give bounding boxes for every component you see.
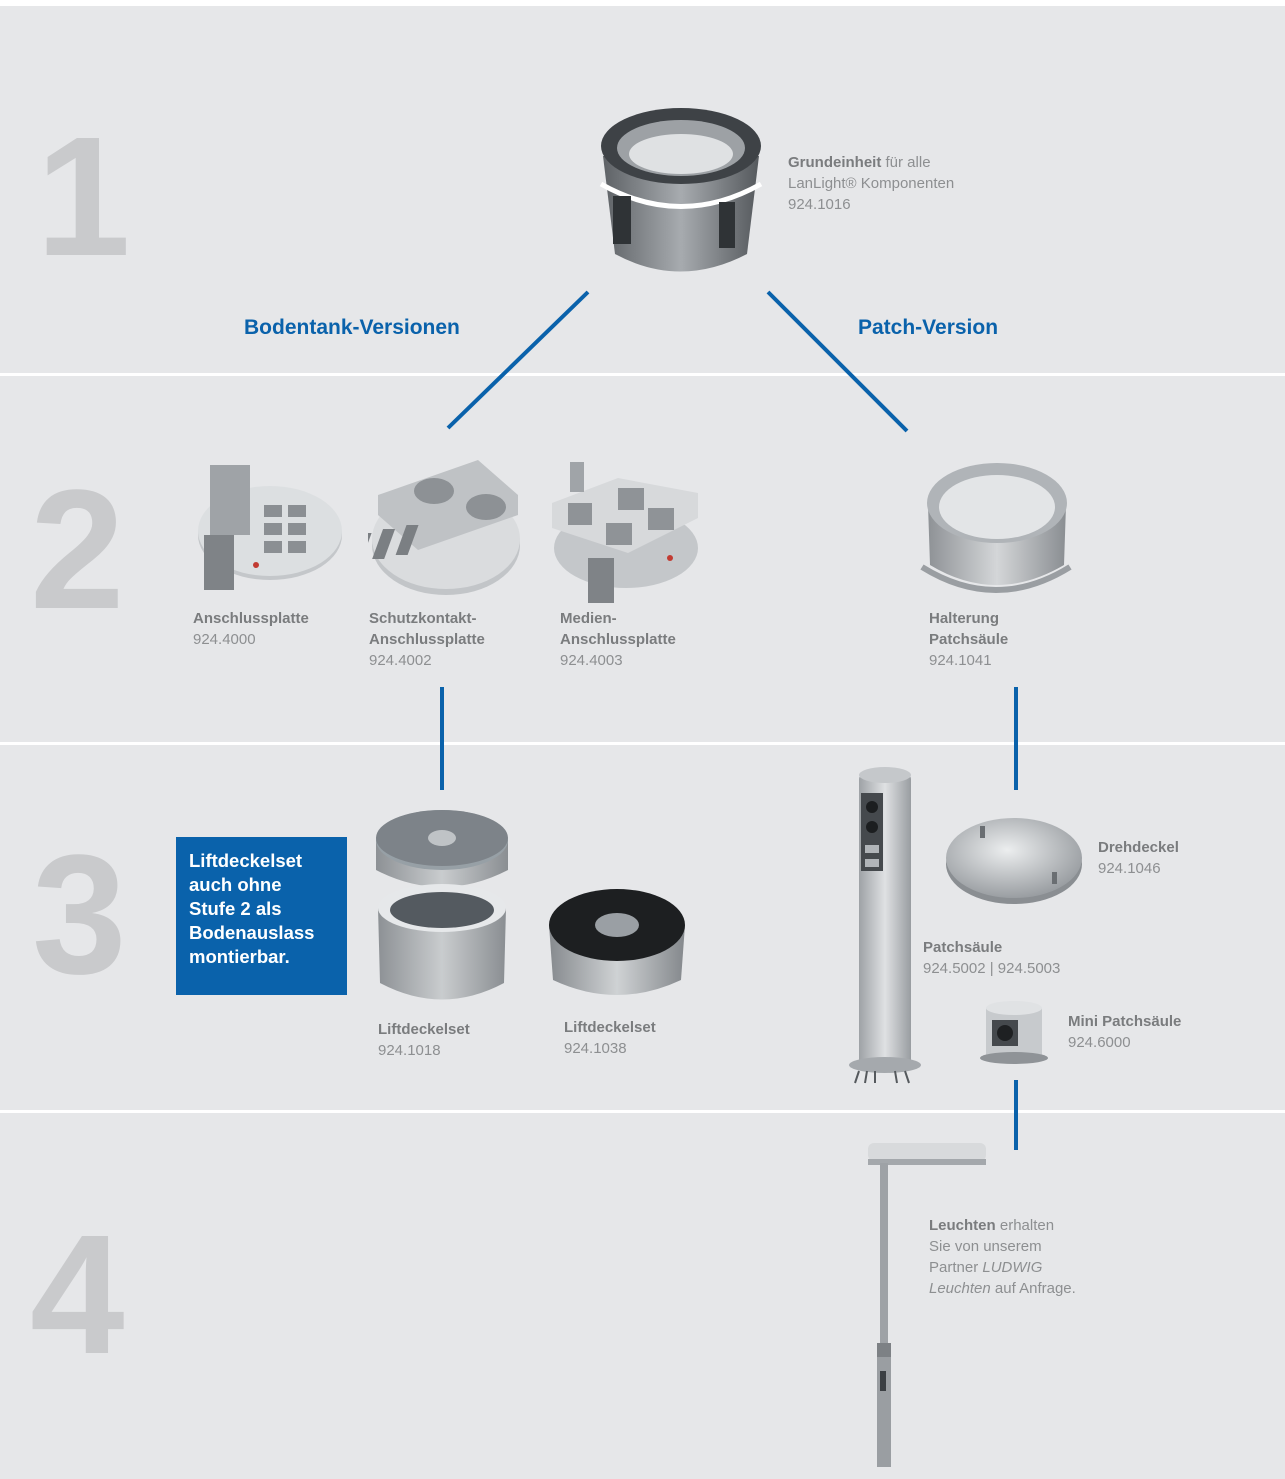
leuchten-t4: LUDWIG: [982, 1259, 1043, 1276]
liftdeckelset-1018-image: [376, 810, 508, 1000]
medien-image: [552, 462, 698, 603]
schutzkontakt-name-2: Anschlussplatte: [369, 631, 485, 648]
branch-label-patch: Patch-Version: [858, 316, 999, 339]
patchsaeule-code: 924.5002 | 924.5003: [923, 960, 1061, 977]
note-line-4: Bodenauslass: [189, 922, 315, 943]
drehdeckel-image: [946, 818, 1082, 904]
step-number-1: 1: [36, 102, 131, 292]
label-mini-patchsaeule: Mini Patchsäule 924.6000: [1068, 1011, 1181, 1053]
band-step-4: [0, 1113, 1285, 1479]
liftdeckelset-1018-code: 924.1018: [378, 1042, 441, 1059]
halterung-name-1: Halterung: [929, 610, 1000, 627]
step-number-4: 4: [30, 1200, 125, 1390]
mini-patchsaeule-name: Mini Patchsäule: [1068, 1013, 1182, 1030]
medien-name-2: Anschlussplatte: [560, 631, 676, 648]
leuchten-t6: auf Anfrage.: [990, 1280, 1076, 1297]
liftdeckelset-1038-name: Liftdeckelset: [564, 1019, 656, 1036]
halterung-image: [920, 463, 1072, 593]
drehdeckel-name: Drehdeckel: [1098, 839, 1179, 856]
step-number-2: 2: [30, 455, 125, 645]
label-patchsaeule: Patchsäule 924.5002 | 924.5003: [923, 937, 1060, 979]
leuchten-t1: erhalten: [995, 1217, 1055, 1234]
anschlussplatte-image: [198, 465, 342, 590]
schutzkontakt-image: [368, 460, 520, 595]
liftdeckelset-1038-image: [549, 889, 685, 995]
note-line-2: auch ohne: [189, 874, 282, 895]
liftdeckelset-1018-name: Liftdeckelset: [378, 1021, 470, 1038]
note-box-liftdeckelset: Liftdeckelset auch ohne Stufe 2 als Bode…: [176, 837, 347, 995]
label-drehdeckel: Drehdeckel 924.1046: [1098, 837, 1179, 879]
leuchten-t3: Partner: [929, 1259, 983, 1276]
label-liftdeckelset-1038: Liftdeckelset 924.1038: [564, 1017, 656, 1059]
medien-name-1: Medien-: [560, 610, 617, 627]
step-number-3: 3: [32, 820, 127, 1010]
mini-patchsaeule-image: [980, 1001, 1048, 1064]
label-halterung: Halterung Patchsäule 924.1041: [929, 608, 1008, 671]
medien-code: 924.4003: [560, 652, 623, 669]
leuchte-image: [868, 1143, 986, 1467]
label-medien: Medien- Anschlussplatte 924.4003: [560, 608, 676, 671]
grundeinheit-line2: LanLight® Komponenten: [788, 175, 955, 192]
grundeinheit-name: Grundeinheit: [788, 154, 882, 171]
label-leuchten: Leuchten erhalten Sie von unserem Partne…: [929, 1215, 1076, 1299]
patchsaeule-name: Patchsäule: [923, 939, 1003, 956]
label-liftdeckelset-1018: Liftdeckelset 924.1018: [378, 1019, 470, 1061]
leuchten-name: Leuchten: [929, 1217, 996, 1234]
anschlussplatte-code: 924.4000: [193, 631, 256, 648]
leuchten-t5: Leuchten: [929, 1280, 991, 1297]
mini-patchsaeule-code: 924.6000: [1068, 1034, 1131, 1051]
leuchten-t2: Sie von unserem: [929, 1238, 1042, 1255]
halterung-name-2: Patchsäule: [929, 631, 1009, 648]
grundeinheit-code: 924.1016: [788, 196, 851, 213]
label-grundeinheit: Grundeinheit für alle LanLight® Komponen…: [788, 152, 954, 215]
halterung-code: 924.1041: [929, 652, 992, 669]
schutzkontakt-code: 924.4002: [369, 652, 432, 669]
drehdeckel-code: 924.1046: [1098, 860, 1161, 877]
patchsaeule-image: [849, 767, 921, 1084]
grundeinheit-suffix: für alle: [881, 154, 931, 171]
label-schutzkontakt: Schutzkontakt- Anschlussplatte 924.4002: [369, 608, 485, 671]
connector-left-diagonal: [446, 290, 590, 430]
branch-label-bodentank: Bodentank-Versionen: [244, 316, 460, 339]
connector-right-diagonal: [766, 290, 909, 433]
note-line-1: Liftdeckelset: [189, 850, 303, 871]
grundeinheit-image: [599, 108, 763, 272]
label-anschlussplatte: Anschlussplatte 924.4000: [193, 608, 309, 650]
note-line-3: Stufe 2 als: [189, 898, 282, 919]
note-line-5: montierbar.: [189, 946, 290, 967]
liftdeckelset-1038-code: 924.1038: [564, 1040, 627, 1057]
anschlussplatte-name: Anschlussplatte: [193, 610, 309, 627]
schutzkontakt-name-1: Schutzkontakt-: [369, 610, 477, 627]
